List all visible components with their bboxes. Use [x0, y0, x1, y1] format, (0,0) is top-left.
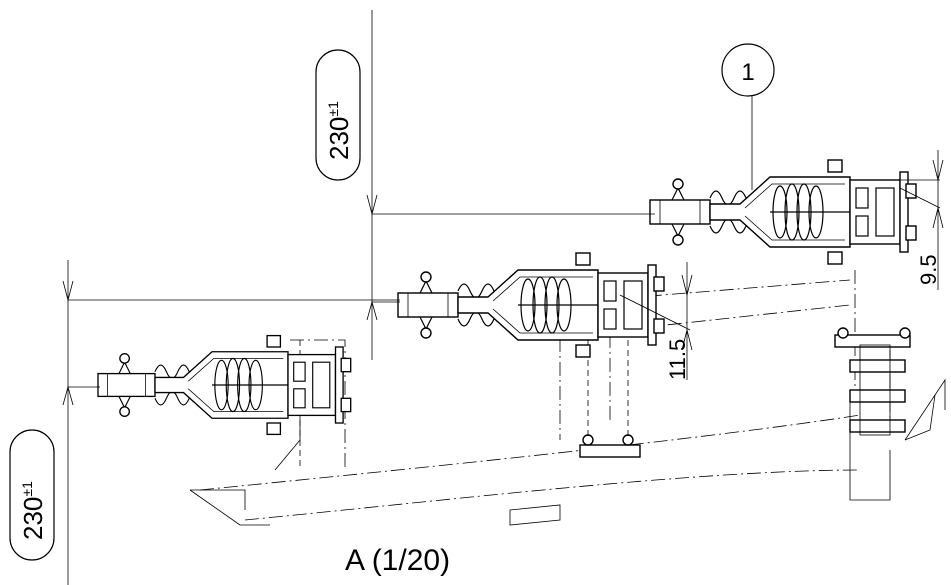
svg-text:230±1: 230±1 — [324, 101, 354, 160]
dimension-middle-gap-text: 11.5 — [665, 339, 690, 380]
dimension-lower-left — [62, 260, 400, 585]
dimension-tolerance: ±1 — [325, 101, 341, 117]
clamp-assembly-upper — [649, 159, 917, 265]
dimension-right-gap — [860, 150, 944, 290]
svg-text:230±1: 230±1 — [18, 481, 48, 540]
view-caption: A (1/20) — [345, 544, 450, 577]
dimension-label-upper: 230±1 — [315, 49, 361, 181]
balloon-number: 1 — [741, 59, 754, 86]
part-balloon: 1 — [721, 43, 775, 190]
dimension-middle-gap — [619, 262, 693, 380]
dimension-value: 230 — [324, 117, 354, 160]
dimension-upper-left — [366, 10, 655, 360]
dimension-value: 230 — [18, 497, 48, 540]
dimension-label-lower: 230±1 — [9, 429, 55, 561]
clamp-assembly-lower — [97, 334, 352, 436]
dimension-right-gap-text: 9.5 — [916, 254, 941, 285]
dimension-tolerance: ±1 — [19, 481, 35, 497]
clamp-assembly-middle — [397, 252, 665, 358]
